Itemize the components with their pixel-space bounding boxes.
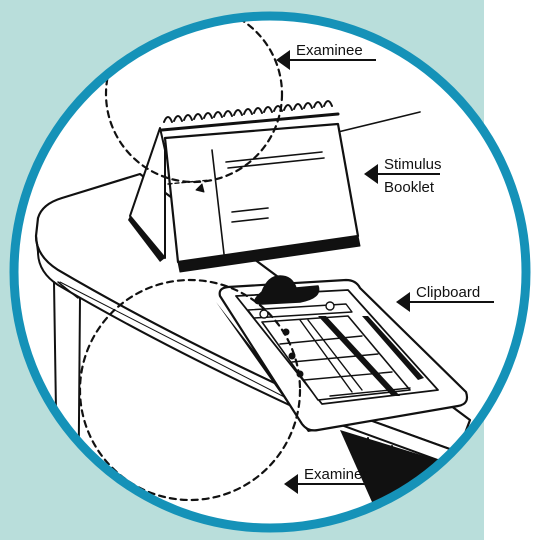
- callout-examinee: Examinee: [276, 42, 376, 70]
- label-stimulus-line2: Booklet: [384, 179, 435, 196]
- callout-examiner: Examiner: [284, 466, 376, 494]
- arrow-left-icon: [364, 164, 378, 184]
- arrow-left-icon: [396, 292, 410, 312]
- scene: [34, 16, 472, 528]
- label-clipboard: Clipboard: [416, 284, 480, 301]
- wall-edge-line: [337, 111, 421, 133]
- stimulus-booklet: [128, 100, 361, 273]
- callout-stimulus-booklet: Stimulus Booklet: [364, 156, 442, 196]
- label-examiner: Examiner: [304, 466, 367, 483]
- arrow-left-icon: [276, 50, 290, 70]
- examiner-position-circle: [78, 278, 302, 502]
- arrow-left-icon: [284, 474, 298, 494]
- circle-frame-ring: [9, 11, 531, 533]
- label-stimulus-line1: Stimulus: [384, 156, 442, 173]
- table-leg-left-inner: [57, 281, 79, 299]
- label-examinee: Examinee: [296, 42, 363, 59]
- callout-clipboard: Clipboard: [396, 284, 494, 312]
- table-edge-highlight: [59, 281, 301, 406]
- examinee-position-circle: [104, 16, 284, 184]
- clipboard: [216, 275, 469, 432]
- booklet-spiral-binding: [160, 112, 340, 132]
